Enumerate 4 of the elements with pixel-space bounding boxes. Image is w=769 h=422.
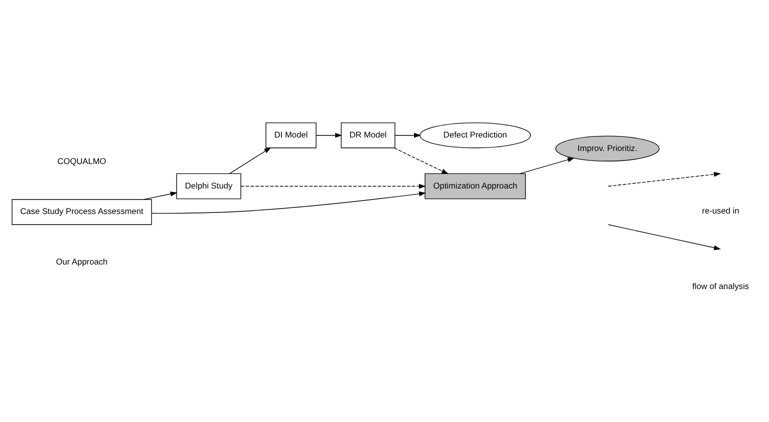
legend-label: re-used in [702, 206, 740, 216]
legend-label: flow of analysis [692, 280, 749, 291]
label: COQUALMO [57, 156, 106, 166]
label: Our Approach [56, 256, 108, 266]
